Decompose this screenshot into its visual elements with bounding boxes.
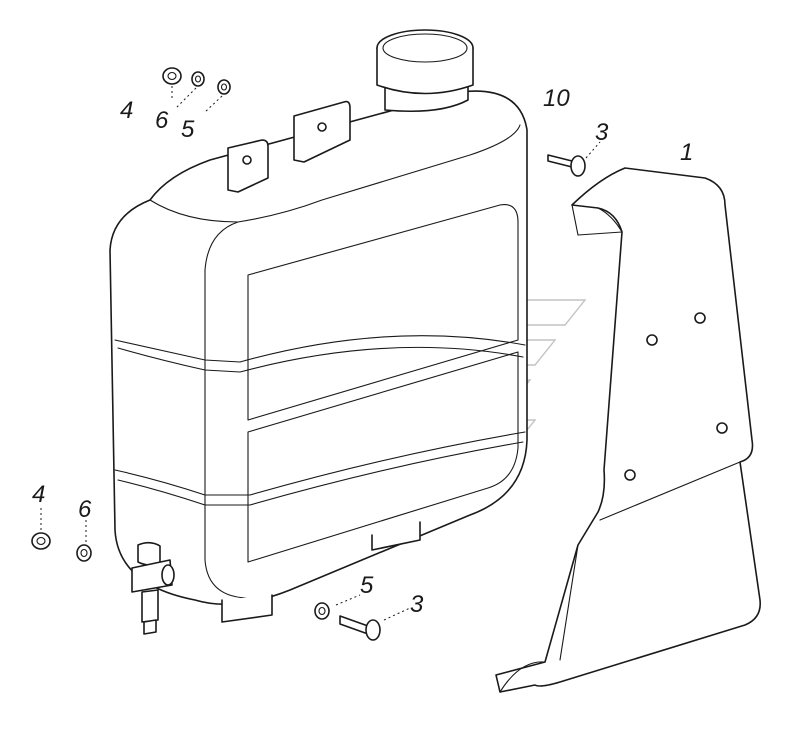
callout-4-top: 4 [120,97,133,124]
bracket-hole [694,312,706,324]
callout-6-top: 6 [155,107,169,134]
callout-5-top: 5 [181,116,195,143]
callout-10: 10 [543,85,570,112]
mounting-bracket [495,167,762,693]
callout-6-left: 6 [78,496,92,523]
washer-tank [109,29,528,635]
callout-4-left: 4 [32,481,45,508]
callout-3-bottom: 3 [410,591,424,618]
callout-3-top: 3 [595,119,609,146]
bracket-hole [624,469,636,481]
fastener-washer-top-6 [191,71,205,87]
leader-lines [40,86,601,621]
fastener-washer-bottom-5 [314,602,330,620]
fastener-nut-top [162,67,182,85]
fastener-washer-left-6 [76,544,92,562]
fastener-washer-top-5 [217,79,231,95]
bracket-hole [646,334,658,346]
callout-labels: 4 6 5 10 3 1 4 6 5 3 [32,85,693,618]
bracket-hole [716,422,728,434]
callout-5-bottom: 5 [360,572,374,599]
fastener-bolt-bottom [339,615,381,641]
fastener-bolt-top [547,154,586,177]
callout-1: 1 [680,139,693,166]
fastener-nut-left [31,532,51,550]
